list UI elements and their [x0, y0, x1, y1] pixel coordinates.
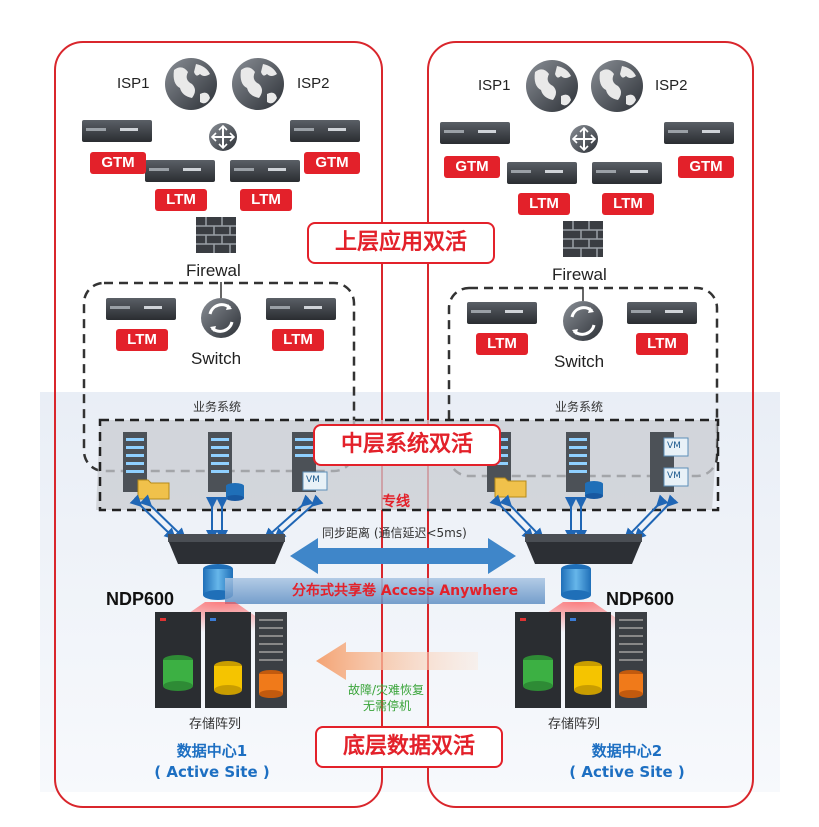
isp-globe-icon	[232, 58, 284, 110]
isp-globe-icon	[591, 60, 643, 112]
gtm-tag: GTM	[90, 152, 146, 174]
gtm-device-icon	[664, 122, 734, 144]
shared-volume-bar	[225, 578, 545, 604]
shared-volume-label: 分布式共享卷 Access Anywhere	[292, 583, 519, 599]
datacenter-site: ( Active Site )	[569, 763, 685, 781]
server-icon	[123, 432, 147, 492]
storage-label: 存储阵列	[548, 717, 601, 732]
disk-yellow-icon	[574, 661, 602, 695]
dedicated-line-label: 专线	[382, 494, 410, 510]
ltm-device-icon	[592, 162, 662, 184]
ltm-tag: LTM	[602, 193, 654, 215]
datacenter-name: 数据中心2	[591, 742, 663, 760]
banner-data-layer: 底层数据双活	[315, 726, 503, 768]
ltm-device-icon	[627, 302, 697, 324]
ndp-label: NDP600	[106, 589, 175, 609]
business-system-label: 业务系统	[193, 400, 242, 414]
sync-arrow	[290, 538, 516, 574]
banner-application-layer: 上层应用双活	[307, 222, 495, 264]
business-system-label: 业务系统	[555, 400, 604, 414]
vm-label: VM	[667, 441, 681, 451]
ltm-tag: LTM	[116, 329, 168, 351]
isp1-label: ISP1	[478, 77, 511, 94]
datacenter-name: 数据中心1	[176, 742, 248, 760]
gtm-tag: GTM	[304, 152, 360, 174]
gtm-device-icon	[290, 120, 360, 142]
storage-label: 存储阵列	[189, 717, 242, 732]
ltm-tag: LTM	[476, 333, 528, 355]
ltm-device-icon	[230, 160, 300, 182]
recovery-label: 故障/灾难恢复	[348, 683, 425, 697]
switch-icon	[201, 298, 241, 338]
banner-system-layer: 中层系统双活	[313, 424, 501, 466]
isp2-label: ISP2	[655, 77, 688, 94]
switch-icon	[563, 301, 603, 341]
isp1-label: ISP1	[117, 75, 150, 92]
ltm-tag: LTM	[155, 189, 207, 211]
gtm-device-icon	[82, 120, 152, 142]
sync-distance-label: 同步距离 (通信延迟<5ms)	[322, 526, 467, 540]
isp-globe-icon	[526, 60, 578, 112]
server-icon	[208, 432, 232, 492]
ndp-appliance-icon	[525, 534, 642, 600]
ltm-device-icon	[266, 298, 336, 320]
ltm-device-icon	[106, 298, 176, 320]
vm-icon	[663, 437, 689, 487]
server-icon	[566, 432, 590, 492]
gtm-tag: GTM	[678, 156, 734, 178]
disk-green-icon	[163, 655, 193, 691]
ndp-label: NDP600	[606, 589, 675, 609]
disk-green-icon	[523, 655, 553, 691]
folder-icon	[494, 477, 527, 498]
vm-label: VM	[667, 471, 681, 481]
ltm-tag: LTM	[272, 329, 324, 351]
switch-label: Switch	[554, 352, 605, 371]
folder-icon	[137, 479, 170, 500]
database-icon	[585, 481, 603, 499]
firewall-label: Firewal	[552, 265, 607, 284]
isp-globe-icon	[165, 58, 217, 110]
datacenter-site: ( Active Site )	[154, 763, 270, 781]
connection-arrows	[129, 494, 679, 542]
disk-yellow-icon	[214, 661, 242, 695]
ltm-device-icon	[145, 160, 215, 182]
business-system-frame	[98, 418, 720, 512]
disk-orange-icon	[619, 670, 643, 698]
ltm-tag: LTM	[636, 333, 688, 355]
recovery-label: 无需停机	[363, 699, 412, 713]
database-icon	[226, 483, 244, 501]
firewall-icon	[563, 221, 603, 257]
ltm-device-icon	[507, 162, 577, 184]
ltm-tag: LTM	[240, 189, 292, 211]
isp2-label: ISP2	[297, 75, 330, 92]
router-icon	[570, 125, 598, 153]
gtm-tag: GTM	[444, 156, 500, 178]
router-icon	[209, 123, 237, 151]
firewall-label: Firewal	[186, 261, 241, 280]
ltm-tag: LTM	[518, 193, 570, 215]
gtm-device-icon	[440, 122, 510, 144]
vm-icon	[302, 471, 328, 491]
recovery-arrow	[316, 642, 478, 680]
disk-orange-icon	[259, 670, 283, 698]
switch-label: Switch	[191, 349, 242, 368]
vm-label: VM	[306, 475, 320, 485]
firewall-icon	[196, 217, 236, 253]
ltm-device-icon	[467, 302, 537, 324]
